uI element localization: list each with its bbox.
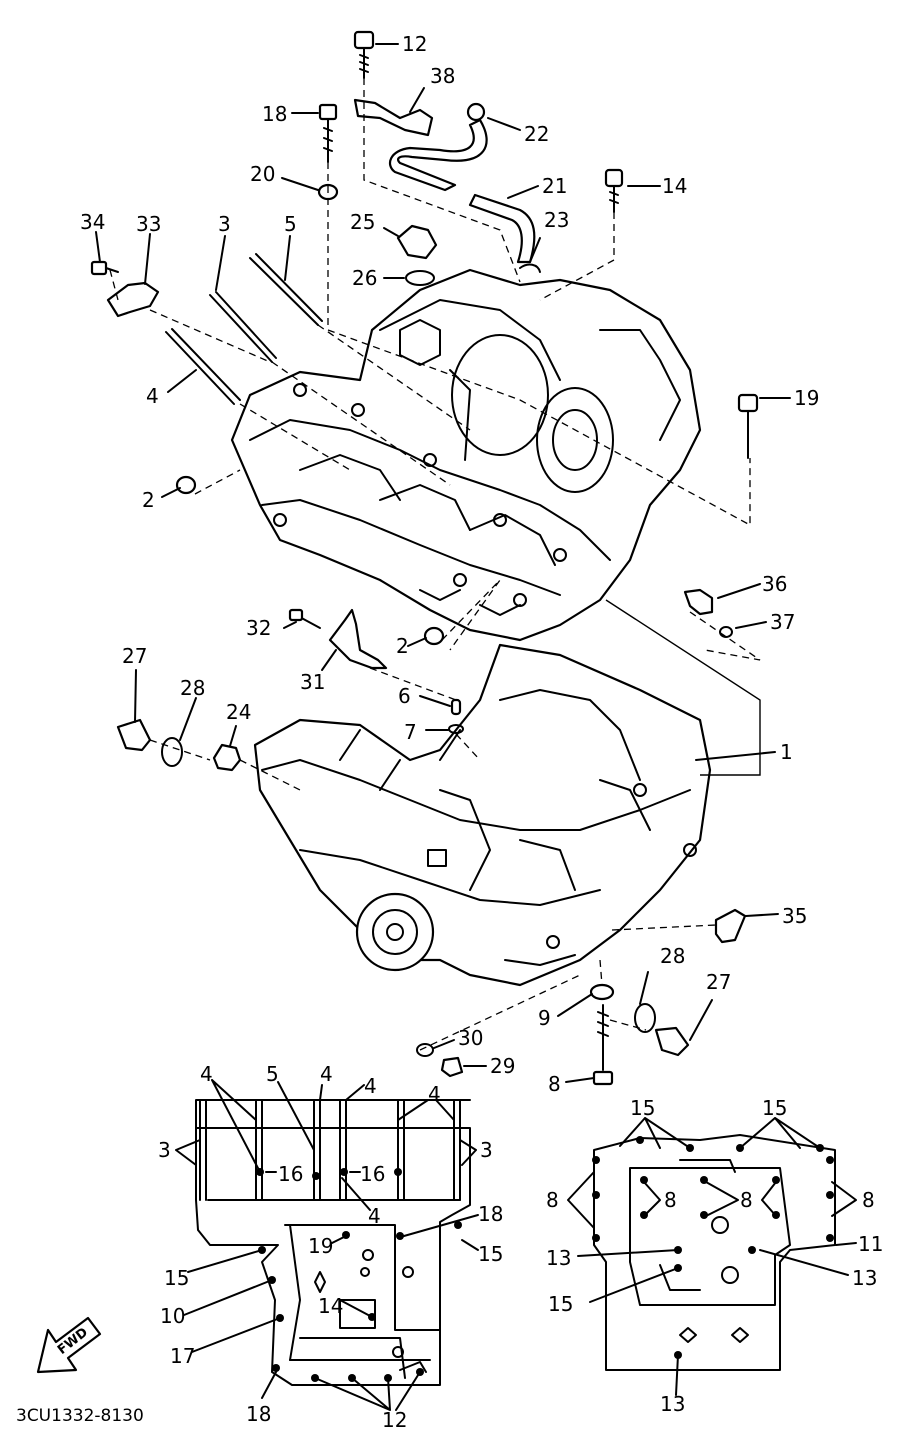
label-38: 38 xyxy=(430,64,456,88)
fwd-arrow-icon xyxy=(36,1316,102,1374)
label-14: 14 xyxy=(318,1294,344,1318)
label-4: 4 xyxy=(364,1074,377,1098)
label-3: 3 xyxy=(480,1138,493,1162)
label-8: 8 xyxy=(548,1072,561,1096)
bottom-view-left xyxy=(175,1079,479,1411)
label-17: 17 xyxy=(170,1344,196,1368)
label-14: 14 xyxy=(662,174,688,198)
label-3: 3 xyxy=(218,212,231,236)
label-10: 10 xyxy=(160,1304,186,1328)
label-15: 15 xyxy=(762,1096,788,1120)
label-19: 19 xyxy=(794,386,820,410)
label-19: 19 xyxy=(308,1234,334,1258)
label-37: 37 xyxy=(770,610,796,634)
label-13: 13 xyxy=(546,1246,572,1270)
label-29: 29 xyxy=(490,1054,516,1078)
label-27: 27 xyxy=(122,644,148,668)
label-25: 25 xyxy=(350,210,376,234)
small-parts xyxy=(90,30,759,1086)
label-2: 2 xyxy=(396,634,409,658)
leader-lines xyxy=(95,43,791,1083)
label-26: 26 xyxy=(352,266,378,290)
label-6: 6 xyxy=(398,684,411,708)
label-27: 27 xyxy=(706,970,732,994)
label-18: 18 xyxy=(262,102,288,126)
label-2: 2 xyxy=(142,488,155,512)
label-22: 22 xyxy=(524,122,550,146)
label-13: 13 xyxy=(660,1392,686,1416)
label-8: 8 xyxy=(664,1188,677,1212)
label-16: 16 xyxy=(360,1162,386,1186)
label-1: 1 xyxy=(780,740,793,764)
label-8: 8 xyxy=(862,1188,875,1212)
label-24: 24 xyxy=(226,700,252,724)
label-18: 18 xyxy=(246,1402,272,1426)
lower-crankcase xyxy=(253,643,712,987)
label-21: 21 xyxy=(542,174,568,198)
label-4: 4 xyxy=(428,1082,441,1106)
label-34: 34 xyxy=(80,210,106,234)
label-28: 28 xyxy=(180,676,206,700)
label-18: 18 xyxy=(478,1202,504,1226)
label-9: 9 xyxy=(538,1006,551,1030)
diagram-code: 3CU1332-8130 xyxy=(16,1406,144,1426)
label-4: 4 xyxy=(320,1062,333,1086)
label-13: 13 xyxy=(852,1266,878,1290)
label-36: 36 xyxy=(762,572,788,596)
label-7: 7 xyxy=(404,720,417,744)
label-11: 11 xyxy=(858,1232,884,1256)
label-28: 28 xyxy=(660,944,686,968)
upper-crankcase xyxy=(230,268,702,642)
label-15: 15 xyxy=(548,1292,574,1316)
label-33: 33 xyxy=(136,212,162,236)
label-12: 12 xyxy=(382,1408,408,1432)
label-23: 23 xyxy=(544,208,570,232)
label-8: 8 xyxy=(740,1188,753,1212)
label-12: 12 xyxy=(402,32,428,56)
label-3: 3 xyxy=(158,1138,171,1162)
label-31: 31 xyxy=(300,670,326,694)
bottom-view-right xyxy=(567,1117,857,1396)
label-15: 15 xyxy=(478,1242,504,1266)
label-16: 16 xyxy=(278,1162,304,1186)
label-32: 32 xyxy=(246,616,272,640)
label-5: 5 xyxy=(284,212,297,236)
label-20: 20 xyxy=(250,162,276,186)
label-8: 8 xyxy=(546,1188,559,1212)
label-4: 4 xyxy=(146,384,159,408)
label-4: 4 xyxy=(368,1204,381,1228)
label-15: 15 xyxy=(164,1266,190,1290)
label-15: 15 xyxy=(630,1096,656,1120)
label-5: 5 xyxy=(266,1062,279,1086)
label-30: 30 xyxy=(458,1026,484,1050)
label-4: 4 xyxy=(200,1062,213,1086)
label-35: 35 xyxy=(782,904,808,928)
